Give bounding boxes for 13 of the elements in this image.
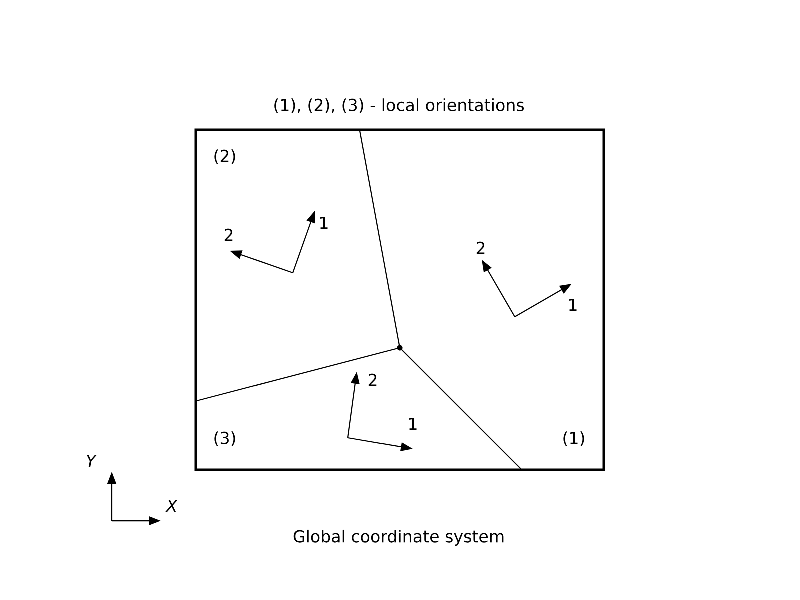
axis-label: 1 [570, 298, 577, 312]
region-label: (3) [214, 432, 236, 446]
axis-label: Y [86, 454, 98, 468]
axis-label: X [166, 500, 178, 512]
axis-label: 2 [368, 374, 377, 386]
caption: Global coordinate system [294, 530, 504, 546]
region-label: (1) [564, 432, 584, 446]
axis-label: 1 [320, 216, 328, 230]
axis-label: 2 [224, 228, 233, 242]
title: (1), (2), (3) - local orientations [274, 98, 524, 114]
axis-label: 1 [410, 418, 417, 430]
axis-label: 2 [476, 242, 485, 254]
region-label: (2) [214, 150, 236, 164]
